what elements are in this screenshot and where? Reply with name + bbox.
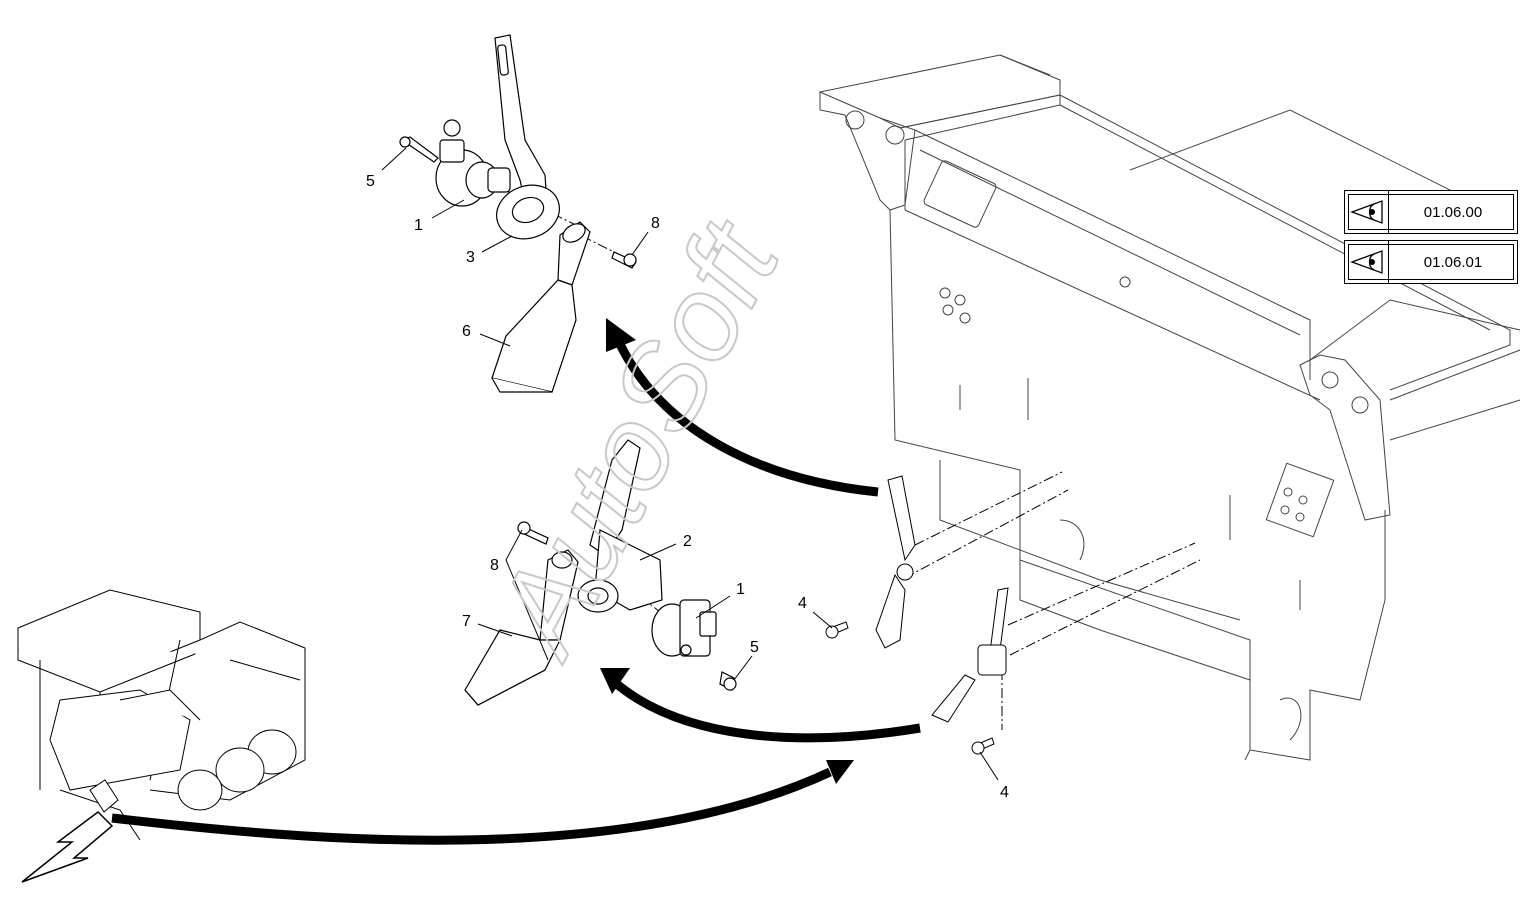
callout-mid-1: 1 (736, 581, 745, 598)
callout-frame-4b: 4 (1000, 784, 1009, 801)
callout-mid-5: 5 (750, 639, 759, 656)
middle-pedal-assembly (464, 439, 737, 706)
eye-icon (1345, 241, 1389, 283)
callout-mid-8: 8 (490, 557, 499, 574)
callout-labels: 5 1 3 8 6 2 8 1 7 5 4 4 (366, 173, 1009, 801)
entry-arrow (21, 811, 114, 883)
eye-icon (1345, 191, 1389, 233)
chassis-frame (818, 54, 1521, 761)
callout-top-1: 1 (414, 217, 423, 234)
callout-top-3: 3 (466, 249, 475, 266)
reference-code: 01.06.01 (1423, 253, 1483, 271)
reference-box-2[interactable]: 01.06.01 (1344, 240, 1518, 284)
machine-overview (17, 589, 306, 841)
top-pedal-assembly (399, 34, 637, 393)
flow-arrows (111, 338, 921, 845)
callout-top-5: 5 (366, 173, 375, 190)
reference-box-1[interactable]: 01.06.00 (1344, 190, 1518, 234)
arrowheads (600, 318, 854, 784)
callout-frame-4a: 4 (798, 595, 807, 612)
callout-top-6: 6 (462, 323, 471, 340)
leader-lines (381, 147, 999, 781)
callout-mid-2: 2 (683, 533, 692, 550)
callout-top-8: 8 (651, 215, 660, 232)
installed-pedals (825, 475, 1009, 755)
reference-code: 01.06.00 (1423, 203, 1483, 221)
callout-mid-7: 7 (462, 613, 471, 630)
